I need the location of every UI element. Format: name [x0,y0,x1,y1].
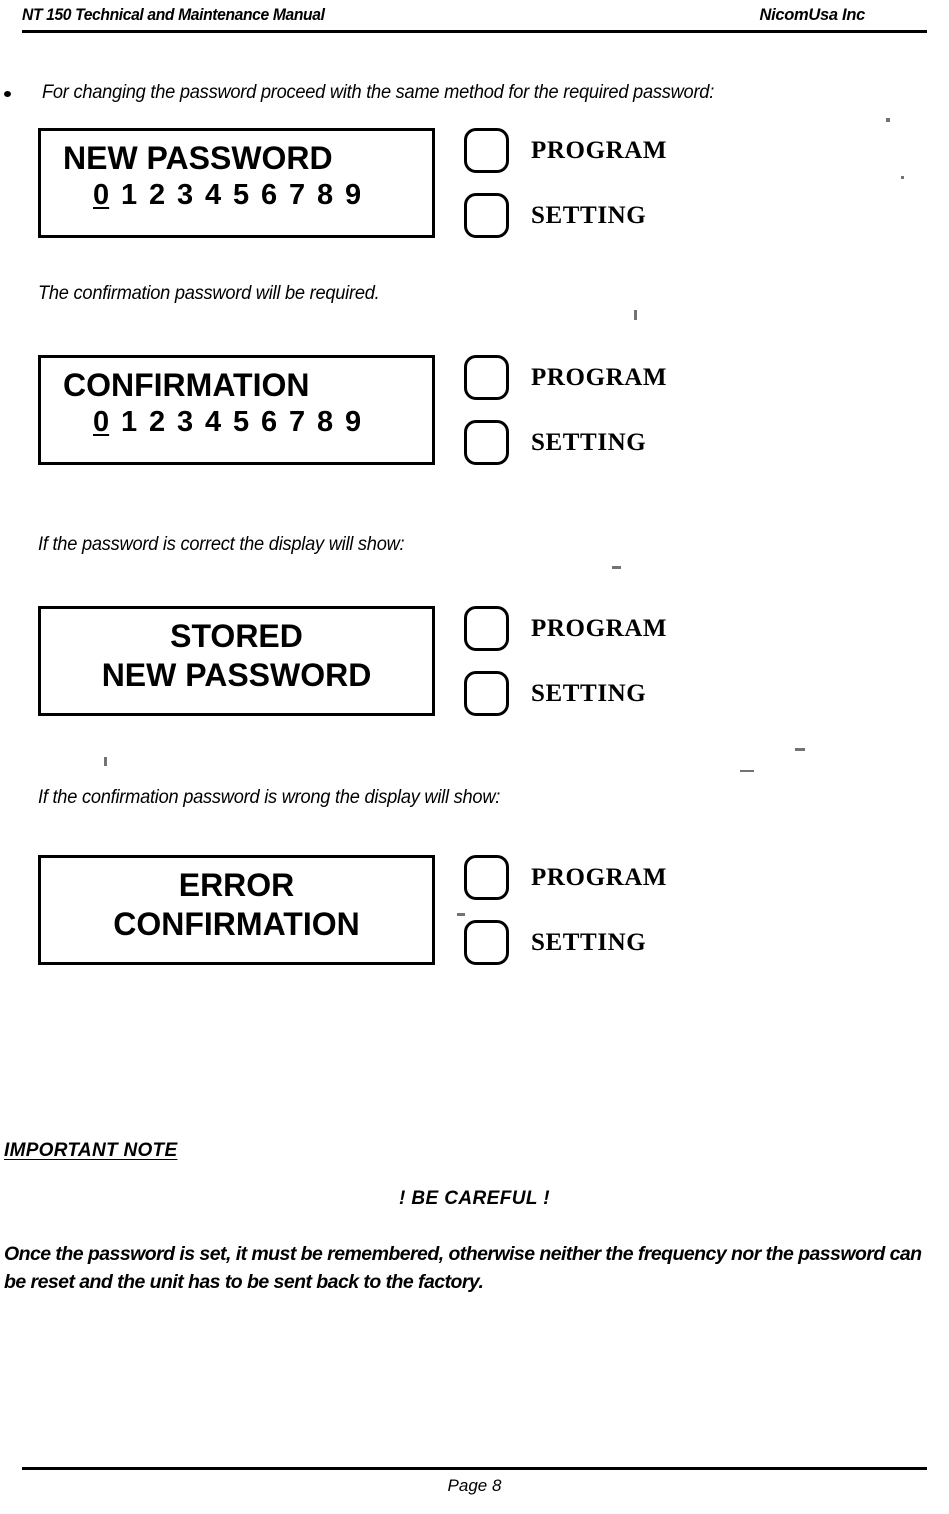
program-button-label: PROGRAM [531,363,668,391]
digit-cell: 4 [205,406,222,439]
button-group-3: PROGRAM SETTING [464,606,884,716]
digit-cell: 5 [233,406,250,439]
scan-speck [612,566,621,569]
lcd-line-1: STORED [170,618,303,654]
important-note-body: Once the password is set, it must be rem… [4,1243,922,1294]
footer-divider [22,1467,927,1470]
digit-cell: 9 [345,406,362,439]
setting-button[interactable] [464,193,509,238]
setting-button-label: SETTING [531,928,647,956]
digit-cell: 7 [289,406,306,439]
scan-speck [901,176,904,179]
intro-bullet-text: For changing the password proceed with t… [42,82,715,103]
program-button-label: PROGRAM [531,136,668,164]
bullet-dot-icon [4,91,11,97]
program-button-row[interactable]: PROGRAM [464,855,667,900]
digit-cell: 9 [345,179,362,212]
digit-cell: 1 [121,179,138,212]
setting-button[interactable] [464,920,509,965]
digit-cell: 4 [205,179,222,212]
button-group-4: PROGRAM SETTING [464,855,884,965]
caption-confirmation-wrong: If the confirmation password is wrong th… [38,787,501,808]
digit-cell: 1 [121,406,138,439]
scan-speck [634,310,637,320]
digit-cell: 0 [93,179,110,212]
button-group-2: PROGRAM SETTING [464,355,884,465]
lcd-display-error: ERROR CONFIRMATION [38,855,435,965]
digit-cell: 8 [317,406,334,439]
program-button-label: PROGRAM [531,614,668,642]
setting-button-label: SETTING [531,201,647,229]
setting-button-row[interactable]: SETTING [464,920,646,965]
digit-cell: 2 [149,406,166,439]
lcd-line-2: CONFIRMATION [113,906,360,943]
lcd-line-title: NEW PASSWORD [63,140,333,176]
program-button[interactable] [464,128,509,173]
header-divider [22,30,927,33]
digit-cell: 6 [261,406,278,439]
digit-cell: 6 [261,179,278,212]
lcd-line-title: CONFIRMATION [63,367,310,403]
setting-button-row[interactable]: SETTING [464,193,646,238]
scan-speck [886,118,890,122]
program-button[interactable] [464,855,509,900]
header-manual-title: NT 150 Technical and Maintenance Manual [22,6,325,24]
program-button-row[interactable]: PROGRAM [464,128,667,173]
caption-confirmation-required: The confirmation password will be requir… [38,283,380,304]
lcd-display-stored: STORED NEW PASSWORD [38,606,435,716]
program-button[interactable] [464,606,509,651]
program-button[interactable] [464,355,509,400]
scan-speck [795,748,805,751]
caption-password-correct: If the password is correct the display w… [38,534,405,555]
lcd-line-1: ERROR [178,867,295,903]
page-header: NT 150 Technical and Maintenance Manual … [22,6,927,32]
digit-cell: 3 [177,406,194,439]
setting-button-label: SETTING [531,679,647,707]
program-button-row[interactable]: PROGRAM [464,355,667,400]
important-note-title: IMPORTANT NOTE [4,1140,178,1161]
header-company-name: NicomUsa Inc [759,6,865,24]
program-button-row[interactable]: PROGRAM [464,606,667,651]
setting-button-label: SETTING [531,428,647,456]
digit-cell: 7 [289,179,306,212]
button-group-1: PROGRAM SETTING [464,128,884,238]
digit-cell: 5 [233,179,250,212]
setting-button-row[interactable]: SETTING [464,671,646,716]
digit-cell: 2 [149,179,166,212]
setting-button[interactable] [464,420,509,465]
digit-cell: 3 [177,179,194,212]
setting-button[interactable] [464,671,509,716]
lcd-line-2: NEW PASSWORD [101,657,372,694]
digit-cell: 8 [317,179,334,212]
scan-speck [104,757,107,766]
page-number: Page 8 [447,1476,502,1495]
be-careful-warning: ! BE CAREFUL ! [399,1188,550,1209]
program-button-label: PROGRAM [531,863,668,891]
setting-button-row[interactable]: SETTING [464,420,646,465]
scan-speck [740,770,754,772]
digit-cell: 0 [93,406,110,439]
scan-speck [457,913,465,916]
